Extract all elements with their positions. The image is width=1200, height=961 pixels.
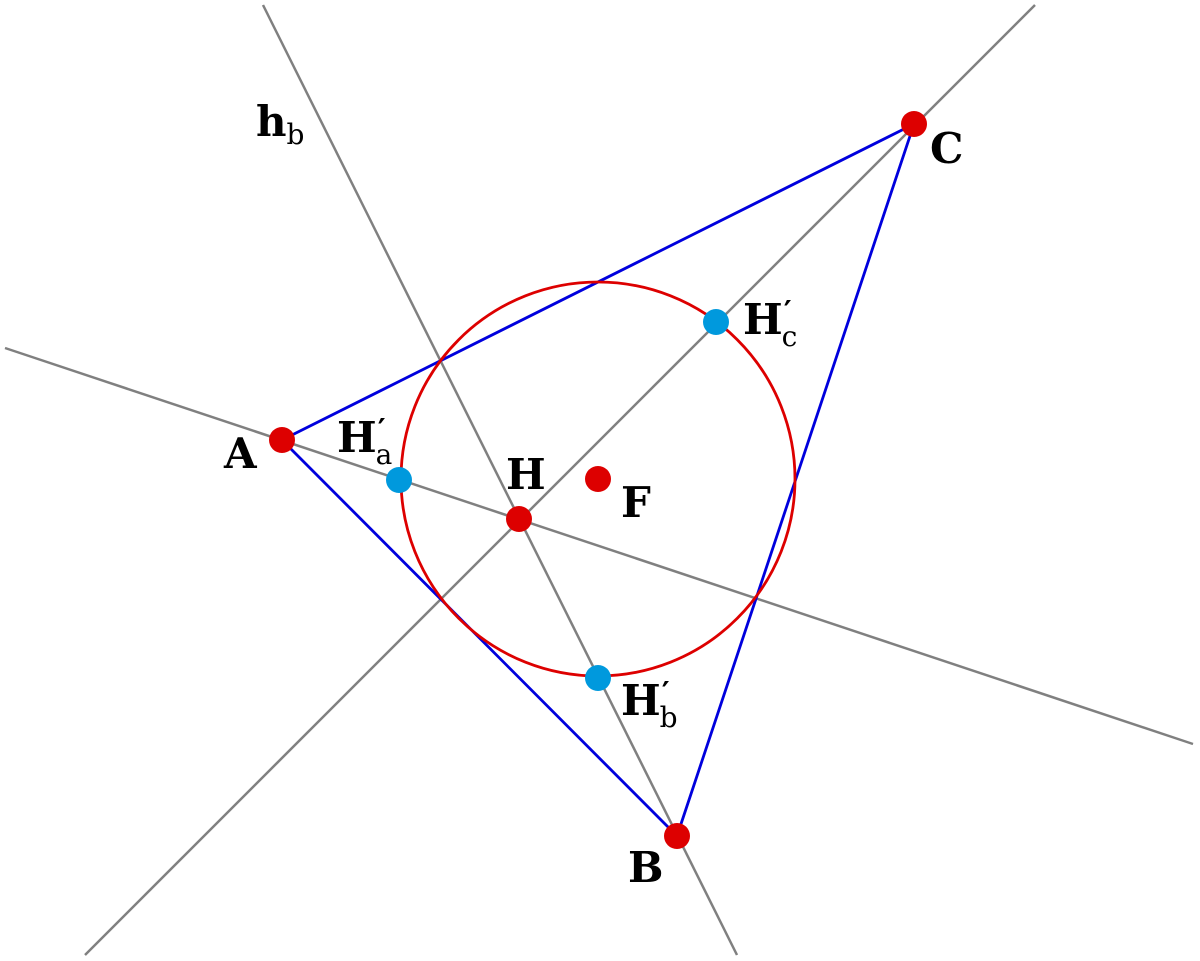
label-f: F bbox=[621, 478, 651, 527]
line-hb bbox=[261, 4, 739, 956]
point-f bbox=[585, 466, 611, 492]
label-c: C bbox=[930, 124, 963, 173]
label-h: H bbox=[506, 450, 546, 499]
label-ha-prime: H′a bbox=[337, 413, 392, 471]
point-b bbox=[664, 823, 690, 849]
label-hb-line: hb bbox=[256, 97, 304, 151]
point-ha-prime bbox=[386, 467, 412, 493]
label-hc-prime: H′c bbox=[743, 295, 797, 353]
label-a: A bbox=[223, 429, 258, 478]
label-b: B bbox=[628, 843, 664, 892]
label-hb-prime: H′b bbox=[621, 676, 678, 734]
point-c bbox=[901, 111, 927, 137]
line-a bbox=[4, 346, 1194, 746]
line-c bbox=[84, 4, 1036, 956]
point-h bbox=[506, 506, 532, 532]
point-hb-prime bbox=[585, 665, 611, 691]
point-hc-prime bbox=[703, 309, 729, 335]
point-a bbox=[269, 427, 295, 453]
